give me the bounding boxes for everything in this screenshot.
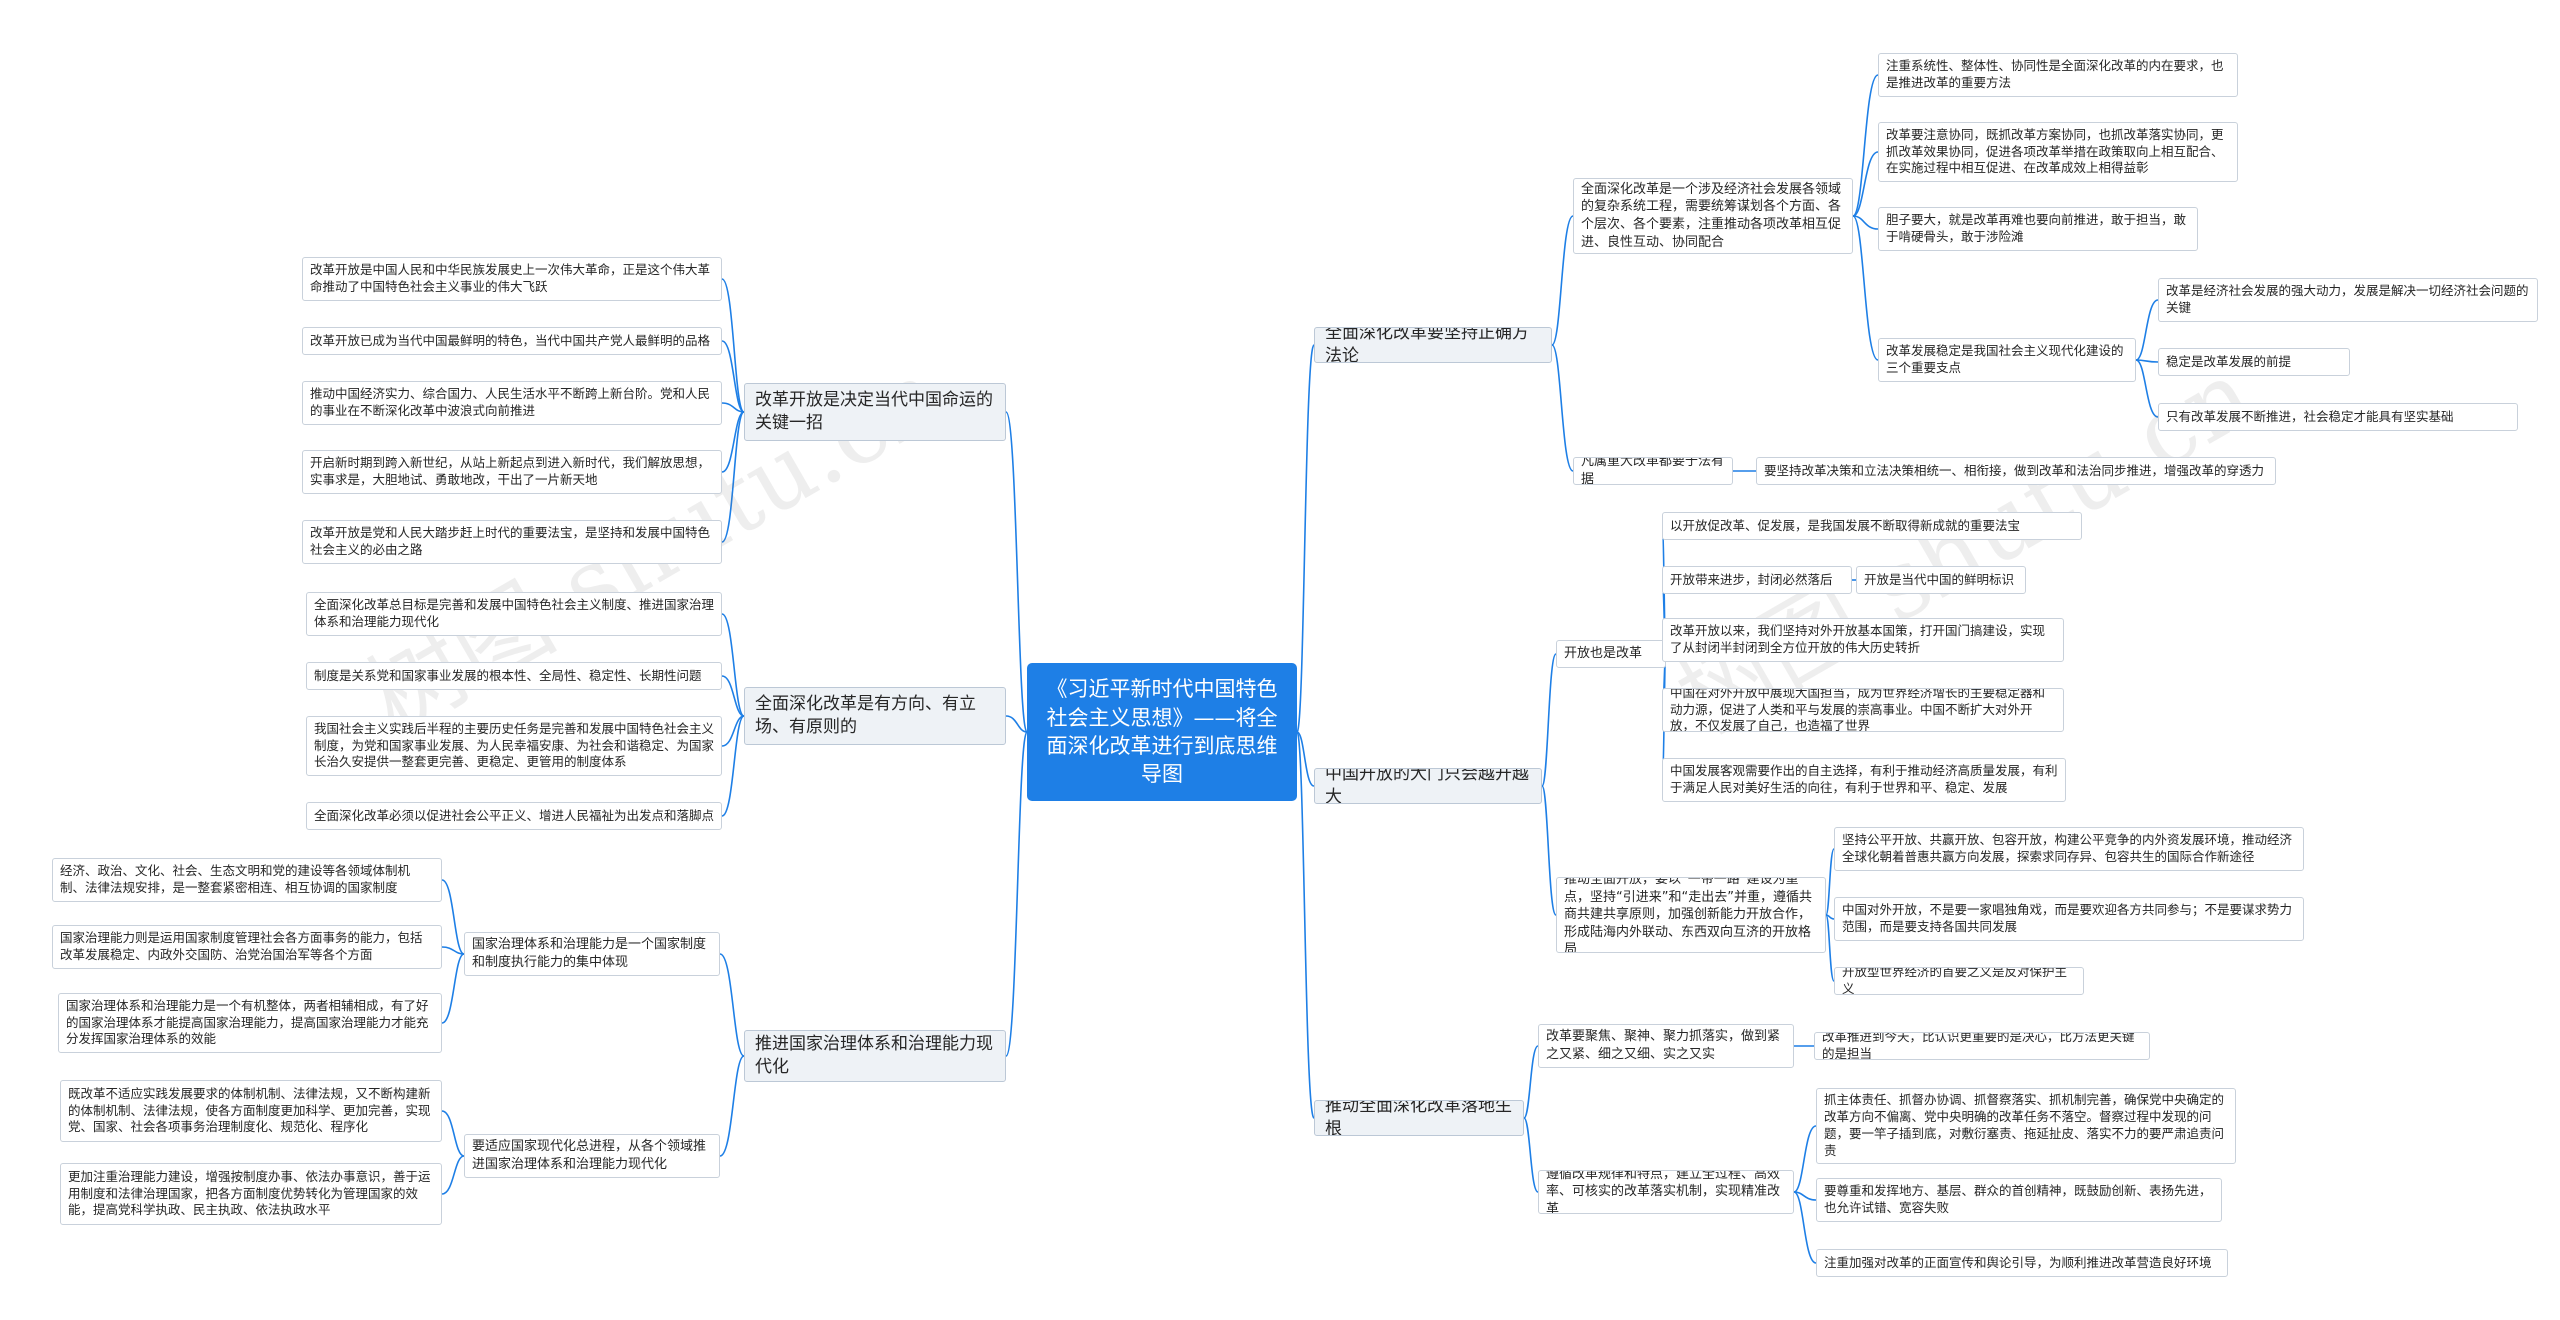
connector-leaf-l1-1 bbox=[721, 278, 745, 413]
leaf-l1-3[interactable]: 推动中国经济实力、综合国力、人民生活水平不断跨上新台阶。党和人民的事业在不断深化… bbox=[302, 381, 722, 425]
branch-right-3[interactable]: 推动全面深化改革落地生根 bbox=[1314, 1100, 1524, 1136]
leaf-r2-2-3[interactable]: 开放型世界经济的首要之义是反对保护主义 bbox=[1834, 967, 2084, 995]
connector-leaf-r1-1-4-3 bbox=[2135, 359, 2159, 418]
connector-leaf-r2-2-3 bbox=[1825, 914, 1835, 982]
leaf-l2-1[interactable]: 全面深化改革总目标是完善和发展中国特色社会主义制度、推进国家治理体系和治理能力现… bbox=[306, 592, 722, 636]
leaf-r1-1-4-1[interactable]: 改革是经济社会发展的强大动力，发展是解决一切经济社会问题的关键 bbox=[2158, 278, 2538, 322]
leaf-r2-1-2-1[interactable]: 开放是当代中国的鲜明标识 bbox=[1856, 566, 2026, 594]
connector-leaf-r3-2-1 bbox=[1793, 1125, 1817, 1193]
sub-r2-1[interactable]: 开放也是改革 bbox=[1556, 640, 1666, 668]
connector-leaf-r2-2-1 bbox=[1825, 848, 1835, 916]
root-topic[interactable]: 《习近平新时代中国特色社会主义思想》——将全面深化改革进行到底思维导图 bbox=[1027, 663, 1297, 801]
leaf-l1-5[interactable]: 改革开放是党和人民大踏步赶上时代的重要法宝，是坚持和发展中国特色社会主义的必由之… bbox=[302, 520, 722, 564]
leaf-l3-1-3[interactable]: 国家治理体系和治理能力是一个有机整体，两者相辅相成，有了好的国家治理体系才能提高… bbox=[58, 993, 442, 1053]
branch-left-3[interactable]: 推进国家治理体系和治理能力现代化 bbox=[744, 1030, 1006, 1082]
connector-leaf-l3-2-1 bbox=[441, 1110, 465, 1157]
leaf-l1-1[interactable]: 改革开放是中国人民和中华民族发展史上一次伟大革命，正是这个伟大革命推动了中国特色… bbox=[302, 257, 722, 301]
leaf-r2-1-3[interactable]: 改革开放以来，我们坚持对外开放基本国策，打开国门搞建设，实现了从封闭半封闭到全方… bbox=[1662, 618, 2064, 662]
connector-sub-l3-1 bbox=[719, 953, 745, 1057]
connector-leaf-r1-1-3 bbox=[1852, 215, 1879, 230]
connector-sub-r2-1 bbox=[1541, 653, 1557, 787]
leaf-l2-3[interactable]: 我国社会主义实践后半程的主要历史任务是完善和发展中国特色社会主义制度，为党和国家… bbox=[306, 716, 722, 776]
leaf-r3-2-1[interactable]: 抓主体责任、抓督办协调、抓督察落实、抓机制完善，确保党中央确定的改革方向不偏离、… bbox=[1816, 1088, 2236, 1164]
connector-leaf-l2-4 bbox=[721, 715, 745, 817]
connector-leaf-l3-1-1 bbox=[441, 879, 465, 955]
connector-sub-l3-2 bbox=[719, 1055, 745, 1157]
leaf-r3-1-1[interactable]: 改革推进到今天，比认识更重要的是决心，比方法更关键的是担当 bbox=[1814, 1032, 2150, 1060]
connector-leaf-l1-5 bbox=[721, 411, 745, 543]
leaf-r1-1-2[interactable]: 改革要注意协同，既抓改革方案协同，也抓改革落实协同，更抓改革效果协同，促进各项改… bbox=[1878, 122, 2238, 182]
connector-leaf-l3-1-3 bbox=[441, 953, 465, 1024]
sub-l3-1[interactable]: 国家治理体系和治理能力是一个国家制度和制度执行能力的集中体现 bbox=[464, 932, 720, 976]
sub-r2-2[interactable]: 推动全面开放，要以“一带一路”建设为重点，坚持“引进来”和“走出去”并重，遵循共… bbox=[1556, 877, 1826, 953]
sub-r3-2[interactable]: 遵循改革规律和特点，建立全过程、高效率、可核实的改革落实机制，实现精准改革 bbox=[1538, 1170, 1794, 1214]
connector-branch-right-3 bbox=[1296, 731, 1315, 1119]
connector-sub-r3-1 bbox=[1523, 1045, 1539, 1119]
leaf-r1-2-1[interactable]: 要坚持改革决策和立法决策相统一、相衔接，做到改革和法治同步推进，增强改革的穿透力 bbox=[1756, 457, 2276, 485]
leaf-r2-2-2[interactable]: 中国对外开放，不是要一家唱独角戏，而是要欢迎各方共同参与；不是要谋求势力范围，而… bbox=[1834, 897, 2304, 941]
connector-leaf-l1-4 bbox=[721, 411, 745, 473]
connector-leaf-l1-2 bbox=[721, 340, 745, 413]
sub-r1-2[interactable]: 凡属重大改革都要于法有据 bbox=[1573, 457, 1733, 485]
sub-r1-1[interactable]: 全面深化改革是一个涉及经济社会发展各领域的复杂系统工程，需要统筹谋划各个方面、各… bbox=[1573, 178, 1853, 254]
leaf-r3-2-2[interactable]: 要尊重和发挥地方、基层、群众的首创精神，既鼓励创新、表扬先进，也允许试错、宽容失… bbox=[1816, 1178, 2222, 1222]
branch-left-1[interactable]: 改革开放是决定当代中国命运的关键一招 bbox=[744, 383, 1006, 441]
branch-right-2[interactable]: 中国开放的大门只会越开越大 bbox=[1314, 768, 1542, 804]
leaf-r2-1-4[interactable]: 中国在对外开放中展现大国担当，成为世界经济增长的主要稳定器和动力源，促进了人类和… bbox=[1662, 688, 2064, 732]
branch-left-2[interactable]: 全面深化改革是有方向、有立场、有原则的 bbox=[744, 687, 1006, 745]
connector-sub-r3-2 bbox=[1523, 1117, 1539, 1193]
connector-leaf-r1-1-1 bbox=[1852, 74, 1879, 217]
connector-leaf-l3-1-2 bbox=[441, 946, 465, 955]
leaf-l3-1-2[interactable]: 国家治理能力则是运用国家制度管理社会各方面事务的能力，包括改革发展稳定、内政外交… bbox=[52, 925, 442, 969]
sub-r1-1-4[interactable]: 改革发展稳定是我国社会主义现代化建设的三个重要支点 bbox=[1878, 338, 2136, 382]
connector-branch-left-2 bbox=[1005, 715, 1028, 733]
leaf-r2-2-1[interactable]: 坚持公平开放、共赢开放、包容开放，构建公平竞争的内外资发展环境，推动经济全球化朝… bbox=[1834, 827, 2304, 871]
connector-leaf-l3-2-2 bbox=[441, 1155, 465, 1195]
leaf-l3-2-2[interactable]: 更加注重治理能力建设，增强按制度办事、依法办事意识，善于运用制度和法律治理国家，… bbox=[60, 1163, 442, 1225]
connector-leaf-r3-2-3 bbox=[1793, 1191, 1817, 1264]
connector-leaf-l1-3 bbox=[721, 402, 745, 413]
sub-r3-1[interactable]: 改革要聚焦、聚神、聚力抓落实，做到紧之又紧、细之又细、实之又实 bbox=[1538, 1024, 1794, 1068]
leaf-r1-1-1[interactable]: 注重系统性、整体性、协同性是全面深化改革的内在要求，也是推进改革的重要方法 bbox=[1878, 53, 2238, 97]
connector-sub-r1-1 bbox=[1551, 215, 1574, 346]
leaf-l3-2-1[interactable]: 既改革不适应实践发展要求的体制机制、法律法规，又不断构建新的体制机制、法律法规，… bbox=[60, 1080, 442, 1142]
connector-branch-right-2 bbox=[1296, 731, 1315, 787]
leaf-r2-1-1[interactable]: 以开放促改革、促发展，是我国发展不断取得新成就的重要法宝 bbox=[1662, 512, 2082, 540]
leaf-r3-2-3[interactable]: 注重加强对改革的正面宣传和舆论引导，为顺利推进改革营造良好环境 bbox=[1816, 1249, 2228, 1277]
leaf-l2-4[interactable]: 全面深化改革必须以促进社会公平正义、增进人民福祉为出发点和落脚点 bbox=[306, 802, 722, 830]
leaf-r2-1-5[interactable]: 中国发展客观需要作出的自主选择，有利于推动经济高质量发展，有利于满足人民对美好生… bbox=[1662, 758, 2066, 802]
leaf-r2-1-2[interactable]: 开放带来进步，封闭必然落后 bbox=[1662, 566, 1852, 594]
connector-sub-r1-2 bbox=[1551, 344, 1574, 472]
branch-right-1[interactable]: 全面深化改革要坚持正确方法论 bbox=[1314, 327, 1552, 363]
connector-leaf-r1-1-2 bbox=[1852, 151, 1879, 217]
connector-sub-r2-2 bbox=[1541, 785, 1557, 916]
leaf-r1-1-4-2[interactable]: 稳定是改革发展的前提 bbox=[2158, 348, 2350, 376]
connector-leaf-l2-1 bbox=[721, 613, 745, 717]
connector-branch-left-3 bbox=[1005, 731, 1028, 1057]
connector-leaf-l2-2 bbox=[721, 675, 745, 717]
sub-l3-2[interactable]: 要适应国家现代化总进程，从各个领域推进国家治理体系和治理能力现代化 bbox=[464, 1134, 720, 1178]
connector-sub-r1-1-4 bbox=[1852, 215, 1879, 361]
connector-branch-left-1 bbox=[1005, 411, 1028, 733]
connector-leaf-r1-1-4-1 bbox=[2135, 299, 2159, 361]
leaf-r1-1-3[interactable]: 胆子要大，就是改革再难也要向前推进，敢于担当，敢于啃硬骨头，敢于涉险滩 bbox=[1878, 207, 2198, 251]
leaf-l2-2[interactable]: 制度是关系党和国家事业发展的根本性、全局性、稳定性、长期性问题 bbox=[306, 662, 722, 690]
leaf-l1-4[interactable]: 开启新时期到跨入新世纪，从站上新起点到进入新时代，我们解放思想，实事求是，大胆地… bbox=[302, 450, 722, 494]
connector-branch-right-1 bbox=[1296, 344, 1315, 733]
leaf-l3-1-1[interactable]: 经济、政治、文化、社会、生态文明和党的建设等各领域体制机制、法律法规安排，是一整… bbox=[52, 858, 442, 902]
leaf-l1-2[interactable]: 改革开放已成为当代中国最鲜明的特色，当代中国共产党人最鲜明的品格 bbox=[302, 327, 722, 355]
leaf-r1-1-4-3[interactable]: 只有改革发展不断推进，社会稳定才能具有坚实基础 bbox=[2158, 403, 2518, 431]
